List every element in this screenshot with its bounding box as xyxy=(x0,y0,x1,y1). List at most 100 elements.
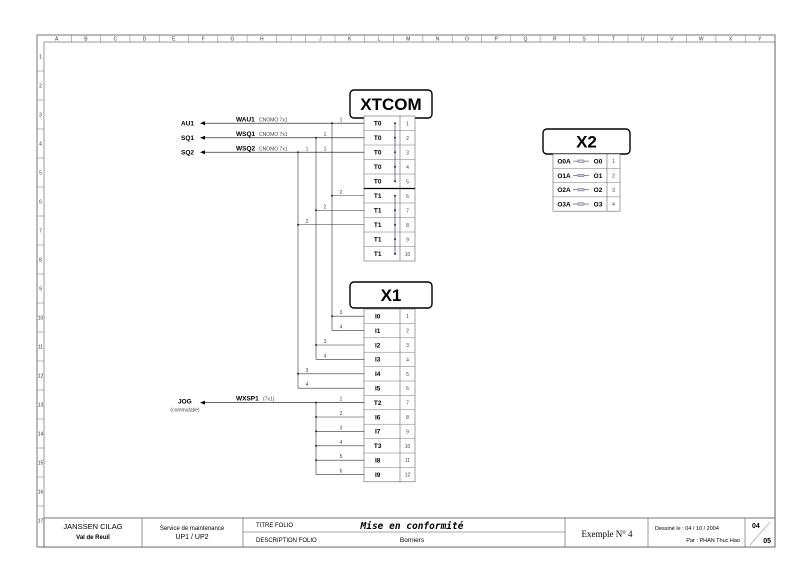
cable-label: WSQ1 xyxy=(236,131,256,138)
column-label: R xyxy=(553,37,557,43)
conductor-number: 1 xyxy=(340,397,343,403)
row-label: 3 xyxy=(39,113,42,119)
titre-folio-value: Mise en conformité xyxy=(360,521,464,532)
junction-dot xyxy=(315,401,317,404)
column-label: W xyxy=(699,37,704,43)
terminal-number: 3 xyxy=(406,150,409,156)
column-label: O xyxy=(465,37,469,43)
conductor-number: 3 xyxy=(306,368,309,374)
conductor-number: 2 xyxy=(324,204,327,210)
column-label: L xyxy=(378,37,381,43)
arrow-left-icon xyxy=(200,135,205,140)
junction-dot xyxy=(394,136,396,139)
x2-output-label: O1 xyxy=(594,173,603,180)
arrow-left-icon xyxy=(200,400,205,405)
description-folio-value: Borniers xyxy=(400,537,425,544)
x2-title: X2 xyxy=(576,133,597,152)
column-label: T xyxy=(612,37,615,43)
titre-folio-label: TITRE FOLIO xyxy=(256,523,293,529)
conductor-number: 4 xyxy=(306,382,309,388)
cable-type: CNOMO 7x1 xyxy=(259,132,288,138)
conductor-number: 1 xyxy=(324,146,327,152)
row-label: 11 xyxy=(38,345,43,351)
conductor-number: 3 xyxy=(340,425,343,431)
junction-dot xyxy=(315,416,317,418)
column-label: B xyxy=(84,37,88,43)
x2-input-label: O3A xyxy=(557,201,571,208)
row-label: 4 xyxy=(39,142,42,148)
column-label: E xyxy=(172,37,176,43)
title-block-frame xyxy=(43,517,776,548)
page-number: 04 xyxy=(752,523,760,530)
column-label: M xyxy=(406,37,410,43)
junction-dot xyxy=(331,194,333,197)
junction-dot xyxy=(315,444,317,447)
row-label: 5 xyxy=(39,171,42,177)
row-label: 10 xyxy=(38,316,44,322)
conductor-number: 2 xyxy=(340,411,343,417)
terminal-label: T0 xyxy=(374,164,382,171)
x2-input-label: O2A xyxy=(557,187,571,194)
conductor-number: 1 xyxy=(306,146,309,152)
terminal-label: I6 xyxy=(375,414,381,421)
terminal-number: 2 xyxy=(406,136,409,142)
conductor-number: 1 xyxy=(340,117,343,123)
row-label: 17 xyxy=(38,519,44,525)
terminal-number: 5 xyxy=(406,179,409,185)
terminal-label: T0 xyxy=(374,121,382,128)
row-label: 14 xyxy=(38,432,44,438)
arrow-left-icon xyxy=(200,150,205,155)
column-label: Q xyxy=(524,37,528,43)
terminal-label: T3 xyxy=(374,443,382,450)
page-slash xyxy=(749,521,771,546)
jog-label: JOG xyxy=(178,399,192,406)
fuse-icon xyxy=(577,174,585,177)
terminal-label: I2 xyxy=(375,342,381,349)
junction-dot xyxy=(297,223,299,226)
junction-dot xyxy=(394,223,396,226)
junction-dot xyxy=(315,136,317,139)
fuse-icon xyxy=(577,202,585,206)
terminal-number: 4 xyxy=(406,165,409,171)
junction-dot xyxy=(315,344,317,346)
junction-dot xyxy=(394,252,396,255)
terminal-label: T0 xyxy=(374,150,382,157)
row-label: 7 xyxy=(39,229,42,235)
signal-label: AU1 xyxy=(181,121,194,128)
terminal-number: 2 xyxy=(406,329,409,335)
terminal-label: I7 xyxy=(375,429,381,436)
example-number: Exemple N° 4 xyxy=(581,529,633,539)
terminal-number: 1 xyxy=(612,159,615,165)
row-label: 12 xyxy=(38,374,44,380)
column-label: X xyxy=(729,37,733,43)
signal-label: SQ2 xyxy=(181,150,194,157)
junction-dot xyxy=(331,122,333,125)
terminal-number: 1 xyxy=(406,314,409,320)
column-label: D xyxy=(143,37,147,43)
fuse-icon xyxy=(577,159,585,163)
column-label: I xyxy=(290,37,291,43)
conductor-number: 3 xyxy=(324,339,327,345)
terminal-label: T1 xyxy=(374,208,382,215)
junction-dot xyxy=(297,151,299,154)
terminal-number: 8 xyxy=(406,415,409,421)
conductor-number: 5 xyxy=(340,454,343,460)
x1-title: X1 xyxy=(381,286,402,305)
junction-dot xyxy=(394,151,396,154)
terminal-number: 3 xyxy=(612,188,615,194)
conductor-number: 4 xyxy=(324,353,327,359)
service-name: Service de maintenance xyxy=(160,526,225,532)
page-total: 05 xyxy=(763,538,771,545)
terminal-label: T1 xyxy=(374,193,382,200)
junction-dot xyxy=(394,238,396,241)
junction-dot xyxy=(394,165,396,168)
x2-output-label: O0 xyxy=(594,158,603,165)
conductor-number: 2 xyxy=(306,219,309,225)
cable-label: WAU1 xyxy=(236,116,255,123)
